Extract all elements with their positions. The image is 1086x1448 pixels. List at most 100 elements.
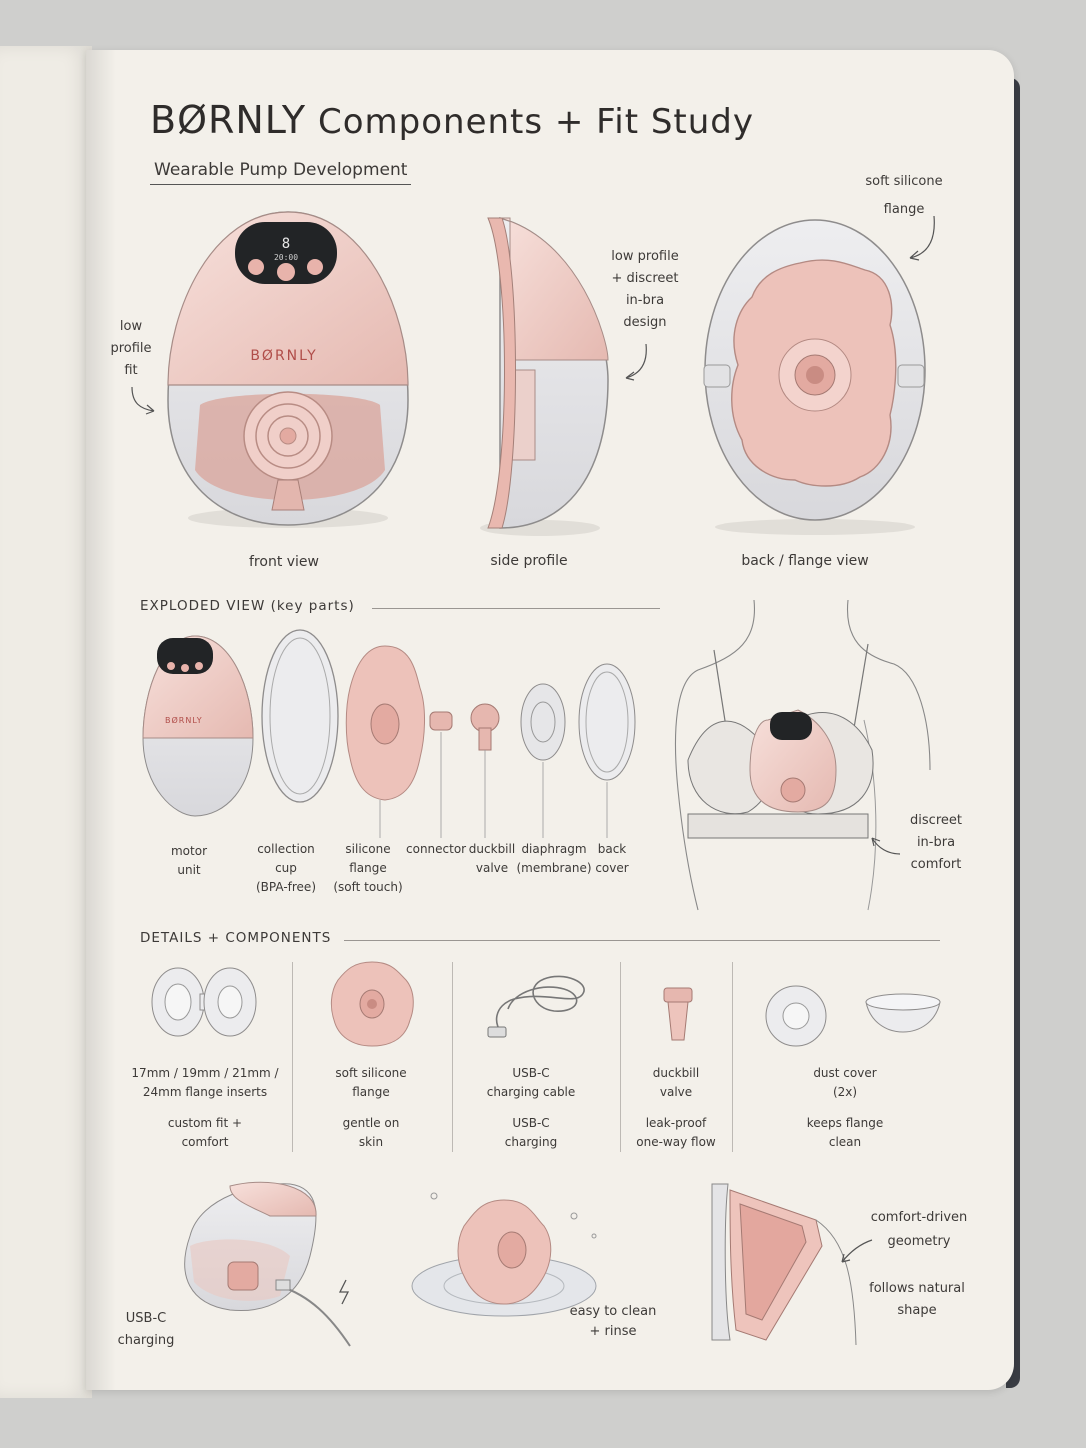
- label-line: (membrane): [516, 861, 592, 875]
- display-digit: 8: [282, 236, 290, 252]
- detail-title: duckbill: [652, 1066, 700, 1080]
- detail-title: valve: [659, 1085, 693, 1099]
- note-line: shape: [897, 1303, 937, 1318]
- detail-title: dust cover: [813, 1066, 877, 1080]
- page-subtitle: Wearable Pump Development: [150, 160, 412, 185]
- detail-title: charging cable: [486, 1085, 576, 1099]
- detail-title: flange: [352, 1085, 390, 1099]
- note-follows-shape: follows natural shape: [866, 1278, 968, 1322]
- cross-section-drawing: [711, 1183, 857, 1346]
- note-line: easy to clean: [569, 1304, 657, 1319]
- dust-cover-drawing: [765, 985, 941, 1047]
- note-comfort-driven: comfort-driven geometry: [866, 1206, 972, 1254]
- note-low-profile-fit: low profile fit: [108, 316, 154, 382]
- part-label-collection-cup: collection cup (BPA-free): [250, 840, 322, 897]
- duckbill-valve-drawing: [663, 987, 693, 1041]
- label-line: flange: [349, 861, 387, 875]
- back-flange-caption: back / flange view: [741, 553, 869, 569]
- note-line: comfort: [910, 857, 962, 872]
- mini-brand-label: BØRNLY: [165, 715, 203, 725]
- label-line: (BPA-free): [256, 880, 316, 894]
- detail-title: (2x): [832, 1085, 858, 1099]
- detail-title: USB-C: [512, 1066, 550, 1080]
- detail-title: 24mm flange inserts: [142, 1085, 268, 1099]
- note-line: soft silicone: [865, 174, 943, 189]
- note-line: comfort-driven: [870, 1210, 968, 1225]
- label-line: connector: [406, 842, 467, 856]
- in-bra-fit-drawing: [674, 599, 931, 911]
- part-label-duckbill-valve: duckbill valve: [464, 840, 520, 878]
- label-line: cover: [595, 861, 629, 875]
- part-label-diaphragm: diaphragm (membrane): [516, 840, 592, 878]
- detail-title: 17mm / 19mm / 21mm /: [131, 1066, 279, 1080]
- label-line: cup: [275, 861, 297, 875]
- detail-sub: charging: [504, 1135, 558, 1149]
- label-line: silicone: [345, 842, 391, 856]
- note-line: flange: [883, 202, 925, 217]
- arrow-icon: [131, 386, 155, 415]
- label-line: motor: [170, 844, 207, 858]
- note-line: follows natural: [869, 1281, 965, 1296]
- arrow-icon: [841, 1239, 873, 1263]
- title-text: Components + Fit Study: [317, 102, 755, 142]
- detail-sub: clean: [828, 1135, 862, 1149]
- detail-sub: skin: [358, 1135, 384, 1149]
- charging-drawing: [184, 1181, 351, 1347]
- detail-sub: keeps flange: [806, 1116, 884, 1130]
- brand-name: BØRNLY: [150, 98, 307, 142]
- note-line: low profile: [611, 249, 679, 264]
- exploded-parts-drawing: BØRNLY: [142, 629, 636, 838]
- note-line: + discreet: [611, 271, 679, 286]
- detail-sub: custom fit +: [167, 1116, 243, 1130]
- left-page: [0, 46, 92, 1398]
- page-title: BØRNLY Components + Fit Study: [150, 98, 754, 142]
- divider: [292, 962, 293, 1152]
- note-discreet-in-bra: discreet in-bra comfort: [904, 810, 968, 876]
- side-profile-caption: side profile: [490, 553, 568, 569]
- detail-usb-c-cable: USB-C charging cable USB-C charging: [476, 1064, 586, 1152]
- device-brand-label: BØRNLY: [250, 348, 317, 364]
- note-line: + rinse: [589, 1324, 637, 1339]
- note-line: in-bra: [916, 835, 956, 850]
- side-profile-drawing: [480, 217, 609, 536]
- note-line: USB-C: [125, 1311, 167, 1326]
- note-line: charging: [117, 1333, 175, 1348]
- detail-sub: gentle on: [342, 1116, 400, 1130]
- label-line: diaphragm: [521, 842, 587, 856]
- note-line: fit: [124, 363, 138, 378]
- label-line: unit: [177, 863, 201, 877]
- usb-c-cable-drawing: [487, 975, 585, 1038]
- part-label-motor-unit: motor unit: [160, 842, 218, 880]
- detail-sub: USB-C: [512, 1116, 550, 1130]
- easy-clean-drawing: [411, 1192, 597, 1317]
- soft-silicone-flange-drawing: [330, 961, 414, 1047]
- arrow-icon: [625, 343, 647, 381]
- label-line: back: [597, 842, 627, 856]
- page-gutter: [86, 50, 116, 1390]
- detail-soft-silicone-flange: soft silicone flange gentle on skin: [316, 1064, 426, 1152]
- note-line: design: [623, 315, 667, 330]
- display-time: 20:00: [274, 253, 298, 262]
- exploded-heading: EXPLODED VIEW (key parts): [140, 598, 355, 614]
- front-view-drawing: 8 20:00 BØRNLY: [167, 211, 409, 528]
- detail-sub: leak-proof: [645, 1116, 707, 1130]
- divider: [452, 962, 453, 1152]
- arrow-icon: [909, 215, 935, 261]
- details-heading: DETAILS + COMPONENTS: [140, 930, 332, 946]
- detail-flange-inserts: 17mm / 19mm / 21mm / 24mm flange inserts…: [130, 1064, 280, 1152]
- part-label-silicone-flange: silicone flange (soft touch): [328, 840, 408, 897]
- detail-duckbill-valve: duckbill valve leak-proof one-way flow: [626, 1064, 726, 1152]
- label-line: valve: [475, 861, 509, 875]
- note-line: in-bra: [625, 293, 665, 308]
- detail-sub: comfort: [181, 1135, 229, 1149]
- detail-dust-cover: dust cover (2x) keeps flange clean: [790, 1064, 900, 1152]
- flange-inserts-drawing: [151, 967, 257, 1037]
- divider: [732, 962, 733, 1152]
- label-line: duckbill: [468, 842, 516, 856]
- note-line: geometry: [887, 1234, 951, 1249]
- label-line: (soft touch): [333, 880, 403, 894]
- note-usb-c-charging: USB-C charging: [116, 1308, 176, 1352]
- detail-sub: one-way flow: [636, 1135, 716, 1149]
- divider: [620, 962, 621, 1152]
- note-easy-to-clean: easy to clean + rinse: [566, 1302, 660, 1342]
